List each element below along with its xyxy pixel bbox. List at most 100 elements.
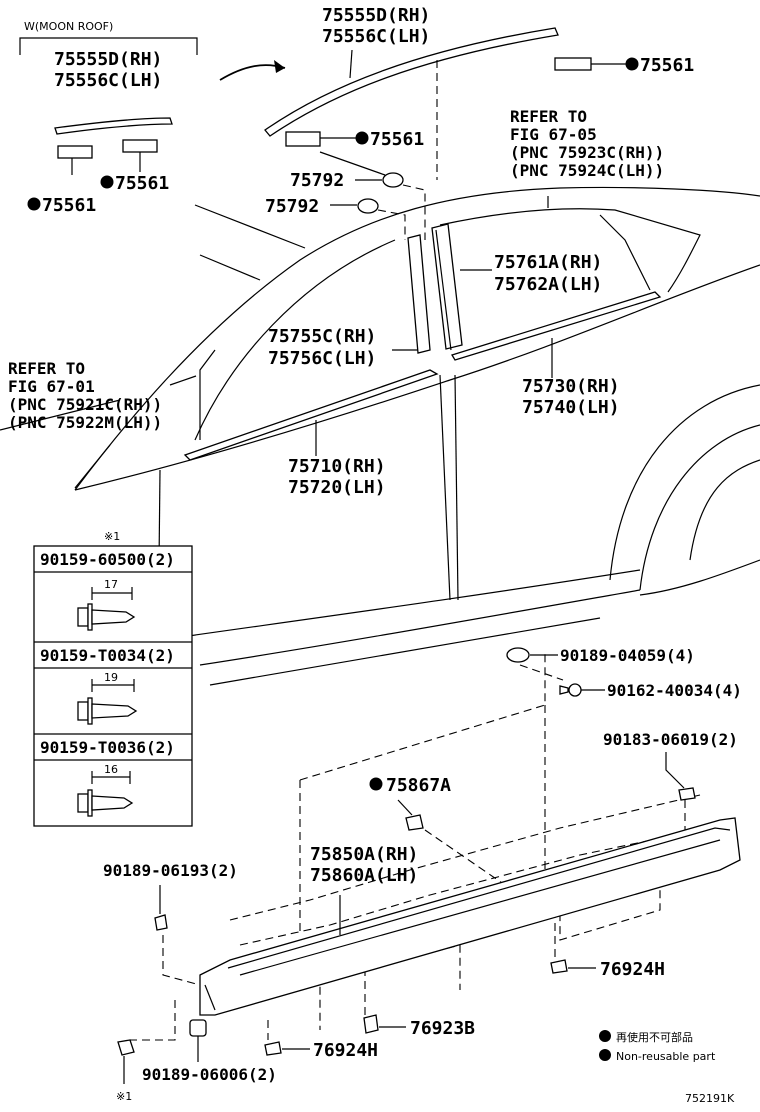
front-window-frame (194, 239, 396, 441)
door-split-line-2 (454, 374, 459, 601)
moon-roof-label: W(MOON ROOF) (24, 20, 113, 33)
rocker-clip-lower-mid: 76923B (410, 1018, 475, 1039)
legend-bullet-icon (599, 1049, 611, 1061)
ref-front-line4: (PNC 75922M(LH)) (8, 413, 162, 432)
guide-line (402, 184, 426, 240)
rear-wheel-arch-inner (639, 424, 760, 591)
rocker-clip-center: 75867A (386, 775, 451, 796)
screw-table-mark: ※1 (104, 530, 120, 543)
belt-front-rh: 75710(RH) (288, 456, 386, 477)
grommet-upper-shape (382, 172, 404, 188)
roof-clip-middle-shape (285, 131, 321, 147)
inset-clip-a: 75561 (115, 173, 169, 194)
screw-row-3-part: 90159-T0036(2) (40, 738, 175, 757)
non-reusable-dot-icon (100, 175, 114, 189)
pillar-garnish-group (392, 223, 492, 354)
grommet-lower: 75792 (265, 196, 319, 217)
pillar-detail (435, 229, 452, 351)
rocker-screw-top: 90162-40034(4) (607, 681, 742, 700)
leader (169, 375, 197, 386)
inset-bracket (19, 37, 198, 55)
rocker-panel-lh: 75860A(LH) (310, 865, 418, 886)
roof-ref-line (194, 204, 306, 249)
rocker-panel-top-edge (227, 827, 731, 969)
rocker-clip-right: 90183-06019(2) (603, 730, 738, 749)
screw-row-2-part: 90159-T0034(2) (40, 646, 175, 665)
screw-top-shape (568, 683, 582, 697)
guide-line (299, 650, 546, 781)
figure-id: 752191K (685, 1092, 735, 1105)
screw-icon (77, 679, 138, 725)
leader (349, 49, 353, 79)
ref-rear-line4: (PNC 75924C(LH)) (510, 161, 664, 180)
grommet-lower-shape (357, 198, 379, 214)
clip-top-shape (506, 647, 530, 663)
non-reusable-dot-icon (369, 777, 383, 791)
clip-lower-left-shape (264, 1041, 282, 1056)
inset-clip-b: 75561 (42, 195, 96, 216)
rocker-panel (199, 817, 741, 1016)
rocker-panel-rh: 75850A(RH) (310, 844, 418, 865)
non-reusable-dot-icon (355, 131, 369, 145)
guide-line (229, 794, 701, 921)
clip-top-right: 75561 (640, 55, 694, 76)
screw-icon (77, 771, 134, 817)
guide-line (130, 1000, 176, 1041)
ref-front-line2: FIG 67-01 (8, 377, 95, 396)
ref-rear-line2: FIG 67-05 (510, 125, 597, 144)
leader (665, 752, 685, 789)
inset-molding (54, 117, 173, 135)
screw-row-1-part: 90159-60500(2) (40, 550, 175, 569)
roof-molding-rh: 75555D(RH) (322, 5, 430, 26)
a-pillar (199, 349, 216, 440)
belt-rear-rh: 75730(RH) (522, 376, 620, 397)
rocker-clip-lower-left: 76924H (313, 1040, 378, 1061)
clip-bottom-shape (189, 1019, 207, 1037)
belt-rear-lh: 75740(LH) (522, 397, 620, 418)
rocker-panel-end (204, 984, 216, 1011)
ref-front-line3: (PNC 75921C(RH)) (8, 395, 162, 414)
screw-row-3-dim: 16 (104, 763, 118, 776)
pillar-front-lh: 75756C(LH) (268, 348, 376, 369)
clip-right-shape (678, 787, 696, 801)
screw-bottom-shape (117, 1039, 135, 1056)
hood-line (0, 399, 121, 431)
front-pillar-garnish (407, 234, 431, 354)
ref-rear-line3: (PNC 75923C(RH)) (510, 143, 664, 162)
non-reusable-dot-icon (27, 197, 41, 211)
legend-japanese: 再使用不可部品 (616, 1030, 693, 1044)
rocker-clip-left: 90189-06193(2) (103, 861, 238, 880)
inset-clip-left-shape (57, 145, 93, 159)
rocker-line (199, 589, 641, 666)
inset-part-lh: 75556C(LH) (54, 70, 162, 91)
clip-lower-mid-shape (363, 1014, 379, 1034)
rocker-clip-lower-right: 76924H (600, 959, 665, 980)
screw-row-2-dim: 19 (104, 671, 118, 684)
inset-part-rh: 75555D(RH) (54, 49, 162, 70)
non-reusable-markers (27, 57, 639, 791)
ref-rear-line1: REFER TO (510, 107, 587, 126)
rear-bumper-line (639, 559, 760, 596)
roof-line (74, 186, 760, 491)
rocker-clip-top: 90189-04059(4) (560, 646, 695, 665)
rocker-panel-group (117, 647, 741, 1084)
rear-wheel-arch (609, 384, 760, 581)
moon-roof-inset (19, 37, 286, 175)
ref-front-line1: REFER TO (8, 359, 85, 378)
grommet-upper: 75792 (290, 170, 344, 191)
rocker-line-2 (209, 617, 601, 686)
rocker-panel-ridge (239, 839, 721, 976)
belt-front-lh: 75720(LH) (288, 477, 386, 498)
rear-pillar-garnish (431, 223, 463, 350)
clip-middle: 75561 (370, 129, 424, 150)
inset-arrow-head (274, 60, 285, 73)
rear-wheel (689, 459, 760, 561)
grommet-group (330, 172, 426, 240)
legend-bullet-icon (599, 1030, 611, 1042)
pillar-rear-rh: 75761A(RH) (494, 252, 602, 273)
rocker-bottom-mark: ※1 (116, 1090, 132, 1103)
rocker-clip-bottom: 90189-06006(2) (142, 1065, 277, 1084)
leader (319, 151, 386, 176)
pillar-rear-lh: 75762A(LH) (494, 274, 602, 295)
